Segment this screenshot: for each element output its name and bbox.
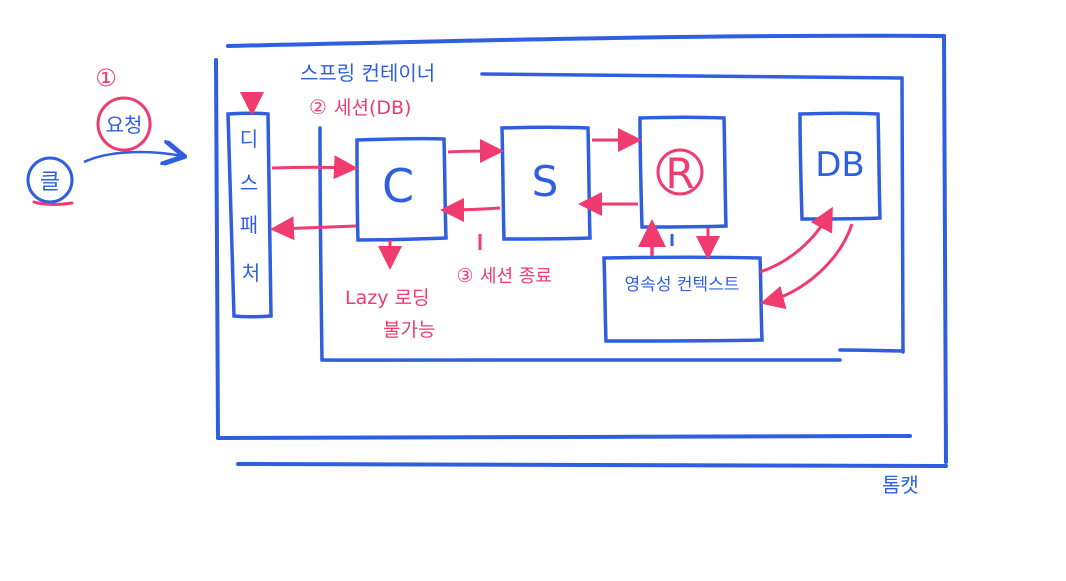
controller-to-service-arrow	[447, 139, 504, 164]
dispatcher-char-3: 패	[240, 213, 258, 237]
session-open-number: ②	[309, 95, 327, 119]
service-to-controller-arrow	[440, 197, 501, 222]
dispatcher-char-4: 처	[242, 261, 260, 285]
context-to-db-arrow	[759, 206, 833, 274]
database-label: DB	[815, 145, 865, 185]
service-label: S	[532, 157, 559, 206]
session-close-number: ③	[456, 265, 473, 287]
dispatcher-char-1: 디	[240, 127, 258, 151]
request-number: ①	[95, 64, 117, 92]
lazy-note-line1: Lazy 로딩	[345, 287, 429, 309]
lazy-note-line2: 불가능	[383, 319, 435, 341]
dispatcher-to-controller-arrow	[271, 155, 358, 180]
tomcat-label: 톰캣	[882, 473, 919, 497]
dispatcher-servlet-box	[226, 111, 273, 319]
session-close-label: 세션 종료	[480, 266, 552, 287]
persistence-context-box	[602, 255, 764, 343]
request-label: 요청	[106, 113, 143, 137]
dispatcher-char-2: 스	[240, 171, 258, 195]
repository-label-circle	[656, 148, 704, 196]
client-node	[26, 156, 74, 206]
client-underline	[32, 200, 74, 206]
database-box	[798, 111, 882, 221]
spring-container-box	[318, 72, 905, 363]
spring-container-label: 스프링 컨테이너	[300, 61, 435, 85]
client-circle	[26, 156, 74, 204]
client-request-arrow	[83, 152, 182, 162]
session-open-label: 세션(DB)	[334, 97, 411, 119]
tomcat-box	[214, 33, 948, 469]
repository-label: R	[665, 149, 694, 198]
controller-to-dispatcher-arrow	[270, 216, 357, 241]
service-box	[500, 125, 592, 241]
persistence-context-label: 영속성 컨텍스트	[625, 275, 740, 295]
controller-label: C	[382, 159, 414, 213]
db-to-context-arrow	[760, 223, 854, 310]
request-circle	[96, 96, 152, 152]
client-label: 클	[40, 170, 60, 195]
controller-box	[355, 136, 448, 242]
repository-box	[638, 115, 728, 229]
